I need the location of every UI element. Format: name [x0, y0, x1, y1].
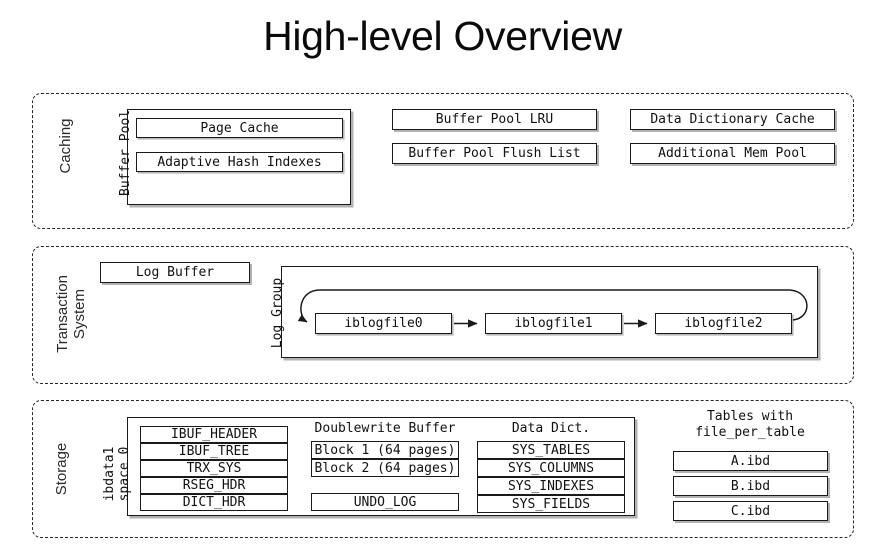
file-b-ibd-box[interactable]: B.ibd [673, 476, 828, 496]
doublewrite-block-1[interactable]: Block 1 (64 pages) [311, 441, 459, 459]
buffer-pool-lru-box[interactable]: Buffer Pool LRU [392, 109, 597, 130]
page-title: High-level Overview [263, 13, 622, 59]
section-storage [32, 400, 854, 538]
buffer-pool-label: Buffer Pool [118, 109, 133, 196]
file-c-ibd-box[interactable]: C.ibd [673, 501, 828, 521]
data-dict-caption: Data Dict. [511, 421, 591, 436]
log-buffer-box[interactable]: Log Buffer [100, 262, 250, 283]
iblogfile1-box[interactable]: iblogfile1 [485, 313, 622, 334]
ibdata-row-ibuf-tree[interactable]: IBUF_TREE [140, 443, 288, 460]
file-per-table-caption: Tables with file_per_table [695, 409, 805, 440]
doublewrite-buffer-caption: Doublewrite Buffer [314, 421, 456, 436]
log-group-panel [281, 266, 818, 358]
ibdata-row-trx-sys[interactable]: TRX_SYS [140, 460, 288, 477]
section-transaction-system-label: Transaction System [54, 275, 88, 353]
data-dict-row-sys-tables[interactable]: SYS_TABLES [477, 441, 625, 459]
page-cache-box[interactable]: Page Cache [136, 118, 343, 138]
log-group-label: Log Group [270, 277, 285, 349]
file-a-ibd-box[interactable]: A.ibd [673, 451, 828, 471]
data-dict-row-sys-fields[interactable]: SYS_FIELDS [477, 495, 625, 513]
iblogfile0-box[interactable]: iblogfile0 [315, 313, 452, 334]
additional-mem-pool-box[interactable]: Additional Mem Pool [630, 143, 835, 164]
section-transaction-system [32, 246, 854, 384]
adaptive-hash-indexes-box[interactable]: Adaptive Hash Indexes [136, 152, 343, 172]
section-storage-label: Storage [53, 442, 70, 496]
iblogfile2-box[interactable]: iblogfile2 [655, 313, 792, 334]
ibdata1-space0-label: ibdata1 space 0 [102, 446, 132, 502]
section-caching [32, 93, 854, 229]
data-dict-row-sys-columns[interactable]: SYS_COLUMNS [477, 459, 625, 477]
data-dict-row-sys-indexes[interactable]: SYS_INDEXES [477, 477, 625, 495]
buffer-pool-flush-list-box[interactable]: Buffer Pool Flush List [392, 143, 597, 164]
undo-log-box[interactable]: UNDO_LOG [311, 493, 459, 511]
data-dictionary-cache-box[interactable]: Data Dictionary Cache [630, 109, 835, 130]
ibdata-row-ibuf-header[interactable]: IBUF_HEADER [140, 426, 288, 443]
doublewrite-block-2[interactable]: Block 2 (64 pages) [311, 459, 459, 477]
ibdata-row-dict-hdr[interactable]: DICT_HDR [140, 494, 288, 511]
ibdata-row-rseg-hdr[interactable]: RSEG_HDR [140, 477, 288, 494]
section-caching-label: Caching [57, 118, 74, 174]
